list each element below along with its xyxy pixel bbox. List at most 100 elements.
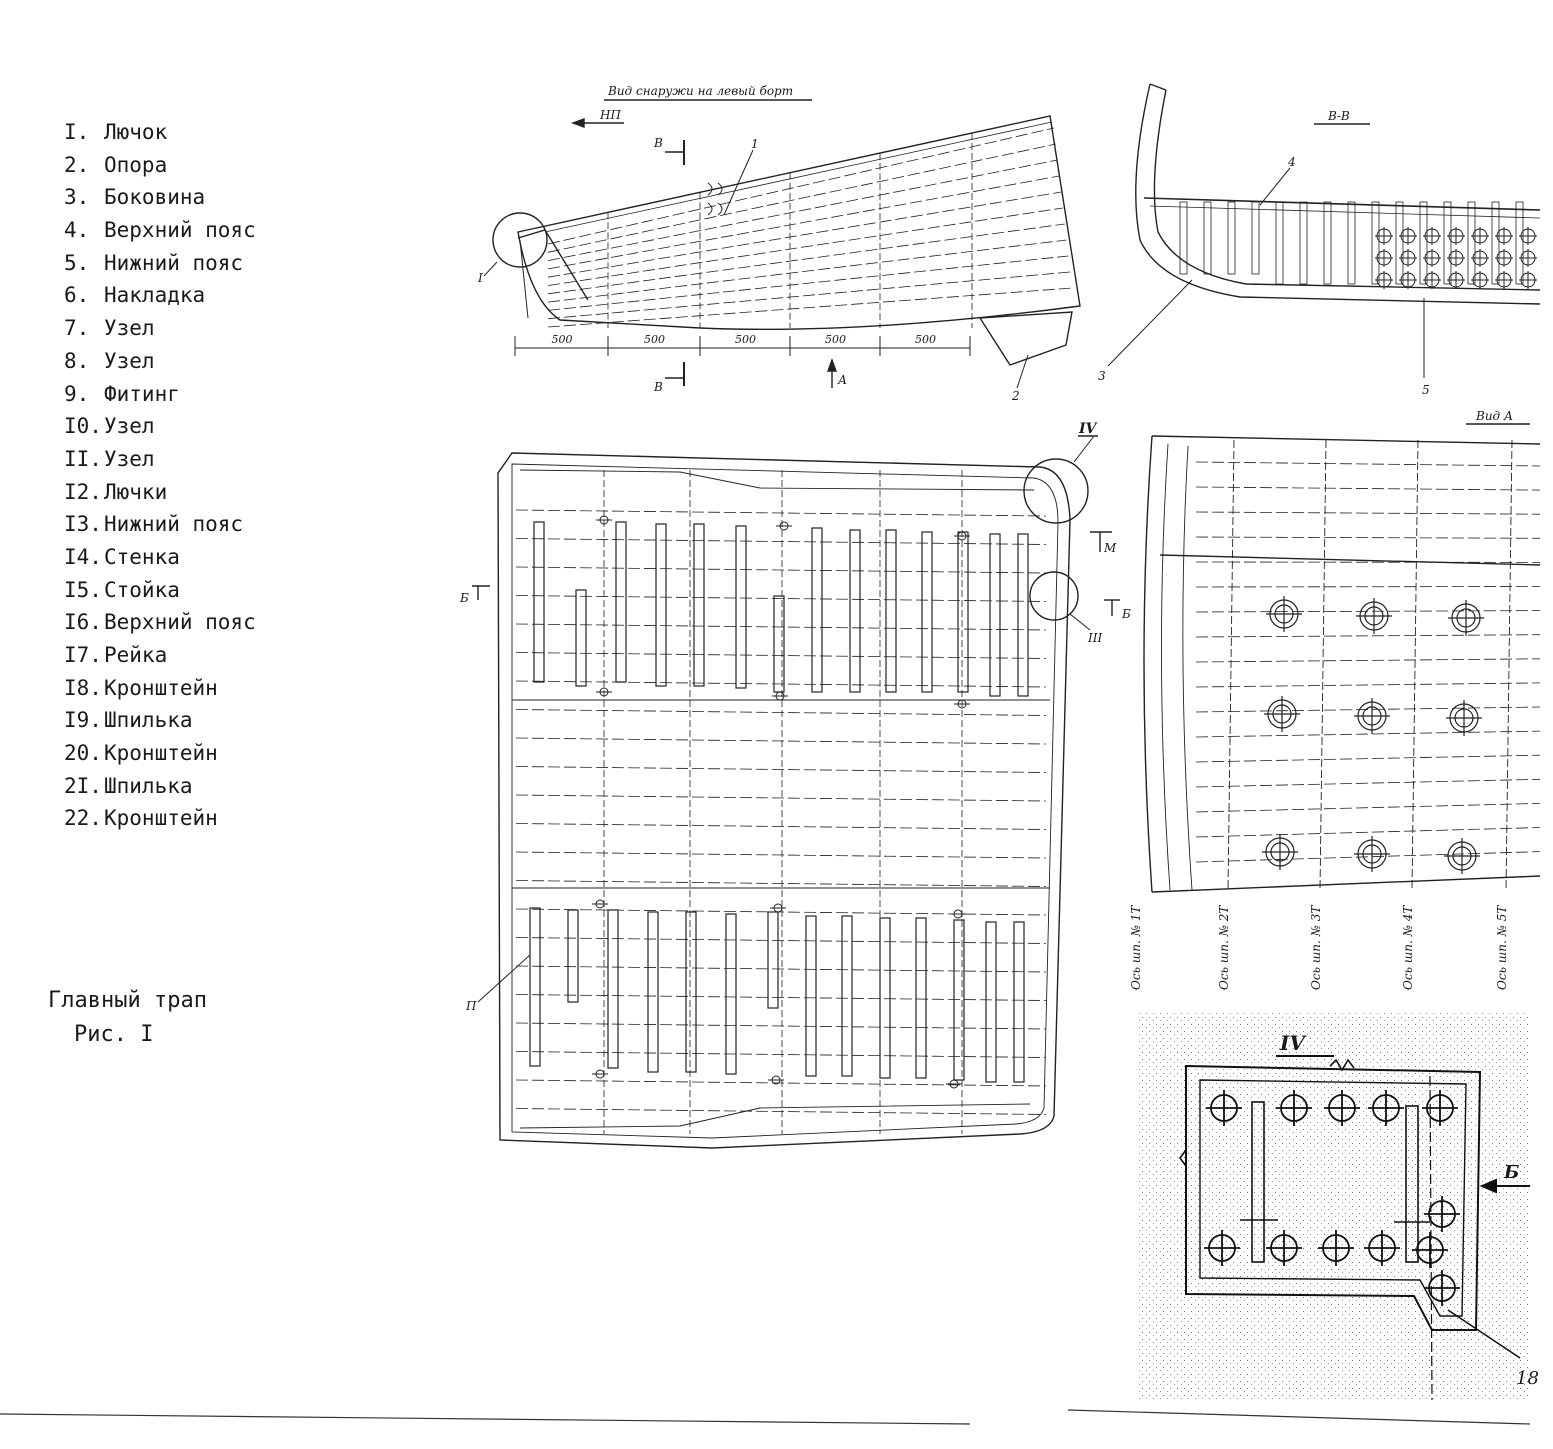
plan-batten-line (515, 794, 1047, 802)
side-view-batten-line (547, 287, 1073, 328)
legend-item: I.Лючок (64, 116, 256, 149)
side-view-batten-line (547, 207, 1064, 286)
plan-slot (735, 525, 747, 689)
side-view-batten-line (547, 159, 1058, 261)
legend-item: I6.Верхний пояс (64, 606, 256, 639)
plan-slot (989, 533, 1001, 697)
legend-item: 5.Нижний пояс (64, 247, 256, 280)
legend-item-number: II. (64, 446, 102, 471)
legend-item-number: I5. (64, 577, 102, 602)
view-a-frame-line (1227, 439, 1235, 891)
section-view: В-В 4 3 5 (1098, 83, 1541, 397)
plan-batten-line (515, 652, 1047, 659)
legend-item-text: Верхний пояс (104, 610, 256, 635)
legend-item: I7.Рейка (64, 639, 256, 672)
plan-slot (575, 589, 587, 687)
view-a-batten-line (1195, 754, 1541, 763)
legend-item: 2I.Шпилька (64, 770, 256, 803)
detail-iv-heading: IV (1279, 1031, 1307, 1055)
legend-item-text: Лючок (104, 120, 168, 144)
legend-item-number: 2. (64, 152, 90, 177)
dimension-label: 500 (552, 333, 573, 346)
plan-batten-line (515, 937, 1047, 944)
plan-batten-line (515, 538, 1047, 545)
plan-slot (725, 913, 737, 1075)
plan-slot (957, 531, 969, 693)
section-stiffener (1275, 201, 1284, 285)
legend-item: 8.Узел (64, 345, 256, 378)
side-view-batten-line (547, 255, 1069, 311)
legend-item-text: Шпилька (104, 773, 193, 798)
section-stiffener (1371, 201, 1380, 285)
plan-slot (885, 529, 897, 693)
mark-b-right: Б (1121, 607, 1131, 621)
side-view-batten-line (547, 175, 1060, 270)
view-a-batten-line (1195, 536, 1541, 539)
section-stiffener (1347, 201, 1356, 285)
section-heading: В-В (1327, 109, 1350, 123)
section-stiffener (1419, 201, 1428, 285)
legend-item: I4.Стенка (64, 541, 256, 574)
view-a-mark: А (837, 373, 847, 387)
frame-axis-label: Ось шп. № 2Т (1217, 905, 1231, 990)
drawing-title: Главный трап (48, 988, 207, 1013)
plan-slot (767, 911, 779, 1009)
legend-item-text: Накладка (104, 283, 206, 308)
section-stiffener (1491, 201, 1500, 285)
frame-axis-label: Ось шп. № 5Т (1495, 905, 1509, 990)
section-stiffener (1251, 201, 1260, 275)
section-stiffener (1179, 201, 1188, 275)
view-a-batten-line (1195, 461, 1541, 467)
legend-item-number: 6. (64, 283, 90, 308)
legend-item-number: 22. (64, 806, 102, 831)
plan-slot (805, 915, 817, 1077)
plan-slot (533, 521, 545, 683)
plan-batten-line (515, 623, 1047, 631)
legend-item-number: 4. (64, 218, 90, 243)
view-a-batten-line (1195, 610, 1541, 613)
legend-item-number: I3. (64, 512, 102, 537)
legend-item: I3.Нижний пояс (64, 508, 256, 541)
legend-item-text: Лючки (104, 479, 168, 504)
plan-slot (773, 595, 785, 693)
plan-batten-line (515, 566, 1047, 574)
legend-item: 6. Накладка (64, 279, 256, 312)
legend-item: 4.Верхний пояс (64, 214, 256, 247)
sheet-edge-left (0, 1413, 971, 1425)
legend-item-text: Узел (104, 446, 155, 471)
side-view-batten-line (547, 223, 1065, 295)
side-view-batten-line (547, 143, 1056, 253)
view-a-frame-line (1411, 439, 1419, 891)
plan-slot (915, 917, 927, 1079)
legend-item-number: I4. (64, 544, 102, 569)
side-view: Вид снаружи на левый борт НП I 1 2 В В А (477, 84, 1081, 403)
plan-batten-line (515, 823, 1047, 830)
plan-slot (567, 909, 579, 1003)
callout-3: 3 (1098, 369, 1106, 383)
plan-batten-line (515, 1108, 1047, 1115)
legend-item-number: 3. (64, 185, 90, 210)
legend-item: I9.Шпилька (64, 704, 256, 737)
view-a-batten-line (1195, 486, 1541, 491)
side-view-batten-line (547, 191, 1062, 278)
legend-item: 9.Фитинг (64, 378, 256, 411)
view-a-heading: Вид А (1475, 409, 1513, 423)
legend-item: I8.Кронштейн (64, 672, 256, 705)
view-a-batten-line (1195, 803, 1541, 813)
section-stiffener (1515, 201, 1524, 285)
plan-slot (1017, 533, 1029, 697)
legend-item-number: 20. (64, 741, 102, 766)
callout-1: 1 (751, 137, 759, 151)
plan-slot (879, 917, 891, 1079)
plan-slot (685, 911, 697, 1073)
plan-slot (655, 523, 667, 687)
plan-batten-line (515, 509, 1047, 517)
side-view-heading: Вид снаружи на левый борт (607, 84, 793, 98)
plan-slot (921, 531, 933, 693)
view-a-batten-line (1195, 658, 1541, 663)
legend-item-text: Узел (104, 316, 155, 341)
section-mark-bottom: В (653, 380, 663, 394)
legend-item: 2.Опора (64, 149, 256, 182)
legend-item-text: Фитинг (104, 381, 180, 406)
